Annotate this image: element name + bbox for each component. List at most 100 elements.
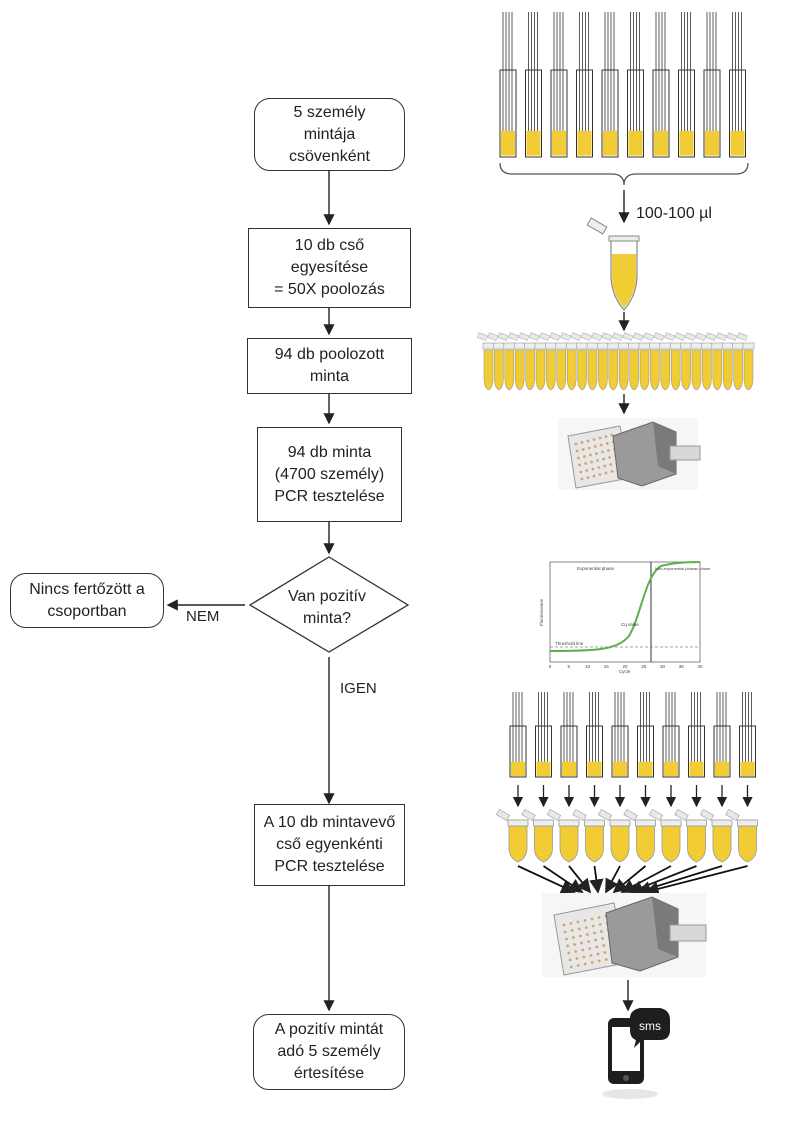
pooled-sample-tube: [601, 332, 620, 391]
qpcr-threshold-label: Threshold line: [555, 641, 584, 646]
pooled-sample-tube: [695, 332, 713, 391]
swab-tube: [550, 12, 568, 158]
individual-sample-tube: [521, 808, 554, 863]
qpcr-tick-label: 40: [697, 664, 703, 669]
pooled-sample-tube: [622, 332, 640, 391]
converging-arrows: [517, 865, 748, 896]
converge-arrow: [644, 865, 748, 896]
sms-bubble-icon: sms: [630, 1008, 670, 1048]
swab-to-tube-arrows: [512, 785, 753, 808]
pooled-sample-tube: [487, 332, 505, 391]
end-node: A pozitív mintát adó 5 személy értesítés…: [253, 1014, 405, 1090]
pooled-sample-tube: [570, 332, 588, 391]
individual-swab-tubes: [509, 692, 756, 778]
individual-sample-tube: [648, 808, 682, 863]
pcr-machine-2: [542, 893, 707, 977]
qpcr-tick-label: 35: [679, 664, 685, 669]
qpcr-xlabel: Cycle: [619, 669, 631, 674]
no-label: NEM: [186, 608, 220, 625]
pooled-sample-tube: [684, 332, 703, 391]
qpcr-tick-label: 25: [641, 664, 647, 669]
individual-swab-tube: [611, 692, 629, 778]
pooled-sample-tube: [549, 332, 568, 391]
pooled-sample-tube: [632, 332, 651, 391]
individual-sample-tube: [495, 808, 529, 863]
individual-node: A 10 db mintavevő cső egyenkénti PCR tes…: [254, 804, 405, 886]
pooled-sample-tube: [643, 332, 661, 391]
swab-tube: [601, 12, 619, 158]
volume-label: 100-100 µl: [636, 205, 712, 222]
individual-tube-row: [495, 808, 758, 863]
qpcr-tick-label: 10: [585, 664, 591, 669]
individual-swab-tube: [535, 692, 552, 778]
swab-tube: [652, 12, 670, 158]
individual-swab-tube: [637, 692, 654, 778]
converge-arrow: [517, 865, 576, 894]
qpcr-phase-right: Non-exponential plateau phase: [655, 566, 711, 571]
pooled-sample-tube: [497, 332, 516, 391]
individual-swab-tube: [739, 692, 756, 778]
converge-arrow: [636, 865, 723, 896]
start-node: 5 személy mintája csövenként: [254, 98, 405, 171]
individual-sample-tube: [572, 808, 605, 863]
qpcr-ct-label: Cq value: [621, 622, 639, 627]
swab-tube: [499, 12, 517, 158]
sms-label: sms: [639, 1019, 661, 1033]
tubes-brace: [499, 162, 749, 186]
pooled-sample-tube: [528, 332, 547, 391]
swab-tube: [678, 12, 695, 158]
swab-tube: [703, 12, 721, 158]
pooled-sample-tube: [664, 332, 682, 391]
pooled-sample-tube: [518, 332, 536, 391]
individual-sample-tube: [725, 808, 758, 863]
pcr-machine-1: [558, 418, 701, 490]
pooled-sample-tube: [539, 332, 557, 391]
individual-sample-tube: [597, 808, 631, 863]
qpcr-tick-label: 15: [604, 664, 610, 669]
pooled-sample-tube: [726, 332, 744, 391]
individual-sample-tube: [546, 808, 580, 863]
qpcr-tick-label: 0: [549, 664, 552, 669]
pooled-sample-tube: [580, 332, 599, 391]
pooled-tube-row: [476, 332, 755, 391]
pooled-sample-tube: [591, 332, 609, 391]
qpcr-tick-label: 5: [567, 664, 570, 669]
qpcr-tick-label: 30: [660, 664, 666, 669]
pooled-tube: [586, 217, 640, 311]
pooled-sample-tube: [716, 332, 734, 391]
converge-arrow: [612, 865, 647, 894]
pooled-sample-tube: [674, 332, 692, 391]
individual-swab-tube: [586, 692, 603, 778]
individual-swab-tube: [688, 692, 705, 778]
no-result-node: Nincs fertőzött a csoportban: [10, 573, 164, 628]
converge-arrow: [542, 865, 584, 894]
swab-tube: [525, 12, 542, 158]
individual-swab-tube: [662, 692, 680, 778]
qpcr-tick-label: 20: [622, 664, 628, 669]
qpcr-curve-plot: Exponential phase Non-exponential platea…: [537, 556, 711, 674]
individual-sample-tube: [699, 808, 733, 863]
qpcr-phase-left: Exponential phase: [577, 566, 615, 571]
individual-sample-tube: [674, 808, 707, 863]
swab-tube: [576, 12, 593, 158]
pooled-sample-tube: [736, 332, 755, 391]
qpcr-ylabel: Fluorescence: [539, 598, 544, 626]
swab-tubes-group: [499, 12, 746, 158]
converge-arrow: [568, 865, 592, 894]
converge-arrow: [589, 865, 604, 894]
swab-tube: [627, 12, 644, 158]
decision-text: Van pozitív minta?: [288, 588, 366, 627]
pcr-node: 94 db minta (4700 személy) PCR tesztelés…: [257, 427, 402, 522]
decision-diamond: [248, 556, 410, 653]
individual-sample-tube: [623, 808, 656, 863]
combine-node: 10 db cső egyesítése = 50X poolozás: [248, 228, 411, 308]
pooled-node: 94 db poolozott minta: [247, 338, 412, 394]
individual-swab-tube: [509, 692, 527, 778]
swab-tube: [729, 12, 746, 158]
individual-swab-tube: [713, 692, 731, 778]
pooled-sample-tube: [705, 332, 724, 391]
pooled-sample-tube: [476, 332, 495, 391]
individual-swab-tube: [560, 692, 578, 778]
